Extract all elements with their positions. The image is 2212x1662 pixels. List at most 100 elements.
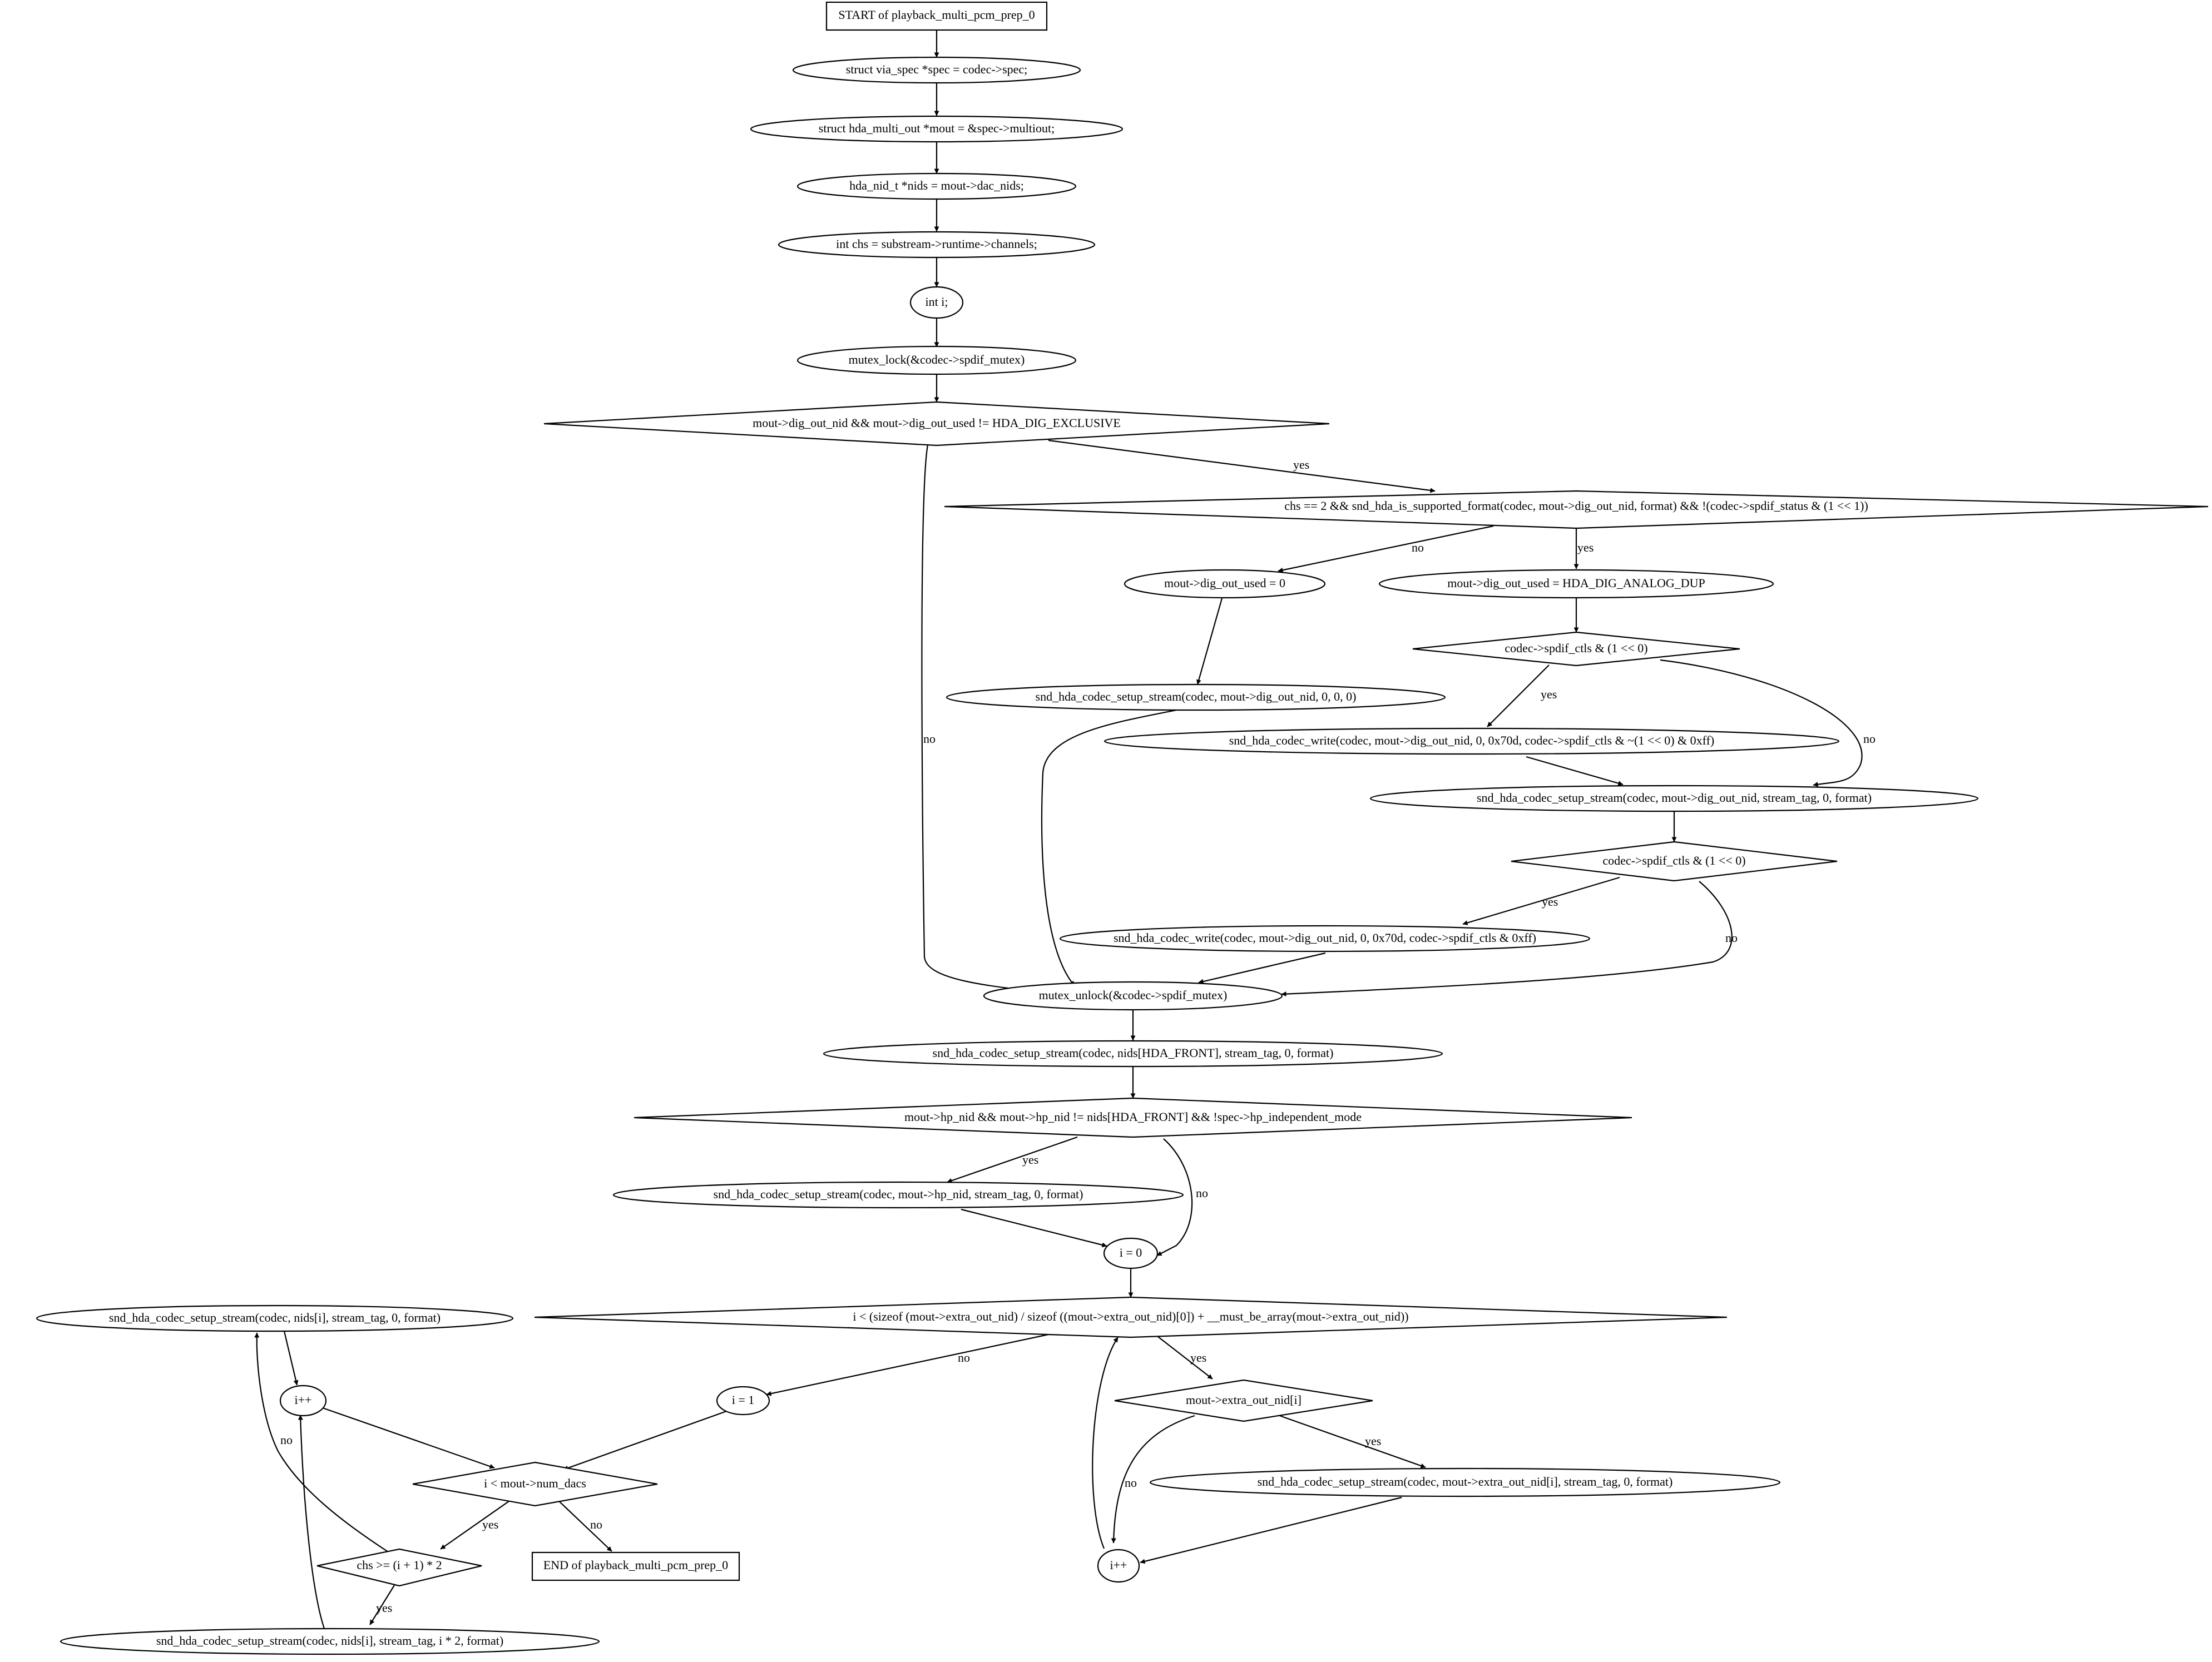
- svg-text:mout->hp_nid && mout->hp_nid !: mout->hp_nid && mout->hp_nid != nids[HDA…: [904, 1110, 1362, 1124]
- svg-text:mutex_unlock(&codec->spdif_mut: mutex_unlock(&codec->spdif_mutex): [1039, 988, 1228, 1002]
- edge-write1-setuptag: [1526, 756, 1624, 786]
- svg-text:snd_hda_codec_setup_stream(cod: snd_hda_codec_setup_stream(codec, nids[i…: [156, 1634, 503, 1648]
- statement-node: snd_hda_codec_write(codec, mout->dig_out…: [1103, 727, 1840, 755]
- svg-text:codec->spdif_ctls & (1 << 0): codec->spdif_ctls & (1 << 0): [1505, 641, 1647, 655]
- svg-text:struct hda_multi_out *mout = &: struct hda_multi_out *mout = &spec->mult…: [819, 121, 1055, 135]
- edge-label-yes: yes: [1541, 687, 1557, 701]
- statement-node: snd_hda_codec_write(codec, mout->dig_out…: [1059, 925, 1591, 952]
- statement-node: snd_hda_codec_setup_stream(codec, nids[H…: [823, 1040, 1443, 1068]
- decision-node: codec->spdif_ctls & (1 << 0): [1412, 631, 1740, 667]
- svg-text:snd_hda_codec_setup_stream(cod: snd_hda_codec_setup_stream(codec, mout->…: [1258, 1475, 1673, 1489]
- edge-label-yes: yes: [1542, 895, 1558, 909]
- svg-text:chs == 2 && snd_hda_is_support: chs == 2 && snd_hda_is_supported_format(…: [1284, 499, 1868, 513]
- edge-label-no: no: [1863, 732, 1876, 746]
- end-node: END of playback_multi_pcm_prep_0: [531, 1551, 740, 1581]
- edge-label-no: no: [923, 732, 936, 746]
- edge-label-no: no: [280, 1433, 293, 1447]
- start-node: START of playback_multi_pcm_prep_0: [825, 1, 1048, 31]
- edge-condctls2-unlock-no: [1281, 881, 1733, 997]
- edge-incl-conddacs: [322, 1407, 495, 1469]
- edge-setupextra-incr: [1140, 1496, 1402, 1564]
- svg-text:i < (sizeof (mout->extra_out_n: i < (sizeof (mout->extra_out_nid) / size…: [853, 1309, 1408, 1323]
- statement-node: snd_hda_codec_setup_stream(codec, mout->…: [946, 683, 1446, 711]
- svg-text:snd_hda_codec_write(codec, mou: snd_hda_codec_write(codec, mout->dig_out…: [1114, 931, 1536, 945]
- edge-setupnidsi-incl: [283, 1331, 299, 1386]
- svg-text:struct via_spec *spec = codec-: struct via_spec *spec = codec->spec;: [846, 62, 1028, 76]
- edge-condchs2-digused0-no: [1278, 525, 1494, 573]
- svg-text:END of playback_multi_pcm_prep: END of playback_multi_pcm_prep_0: [543, 1558, 728, 1572]
- edge-condctls1-write1-yes: [1487, 664, 1550, 727]
- svg-text:chs >= (i + 1) * 2: chs >= (i + 1) * 2: [357, 1558, 442, 1572]
- statement-node: int i;: [909, 286, 964, 319]
- statement-node: snd_hda_codec_setup_stream(codec, mout->…: [612, 1181, 1184, 1209]
- svg-text:hda_nid_t *nids = mout->dac_ni: hda_nid_t *nids = mout->dac_nids;: [849, 178, 1024, 192]
- svg-text:int chs = substream->runtime->: int chs = substream->runtime->channels;: [836, 237, 1037, 251]
- edge-label-yes: yes: [1365, 1434, 1381, 1448]
- statement-node: i = 1: [716, 1386, 770, 1416]
- statement-node: mout->dig_out_used = 0: [1124, 569, 1326, 599]
- statement-node: struct via_spec *spec = codec->spec;: [792, 56, 1081, 84]
- unlock-ellipse: [983, 981, 1283, 1011]
- svg-text:snd_hda_codec_setup_stream(cod: snd_hda_codec_setup_stream(codec, mout->…: [1036, 689, 1357, 703]
- edge-condctls2-write2-yes: [1462, 876, 1620, 925]
- edge-label-yes: yes: [1022, 1153, 1038, 1167]
- edge-conddig-condchs2-yes: [1048, 439, 1436, 493]
- statement-node: struct hda_multi_out *mout = &spec->mult…: [750, 115, 1124, 143]
- statement-node: snd_hda_codec_setup_stream(codec, nids[i…: [60, 1628, 600, 1655]
- edge-labels: yes no no yes yes no yes no yes no no ye…: [280, 458, 1876, 1615]
- edges: [254, 30, 1863, 1629]
- svg-text:i = 0: i = 0: [1120, 1246, 1142, 1259]
- svg-text:snd_hda_codec_write(codec, mou: snd_hda_codec_write(codec, mout->dig_out…: [1229, 733, 1715, 747]
- svg-text:snd_hda_codec_setup_stream(cod: snd_hda_codec_setup_stream(codec, mout->…: [714, 1187, 1083, 1201]
- edge-label-yes: yes: [1190, 1351, 1206, 1365]
- edge-condchsi-setupnidsi2-yes: [369, 1585, 395, 1625]
- svg-text:i++: i++: [295, 1393, 312, 1407]
- statement-node: int chs = substream->runtime->channels;: [778, 231, 1096, 259]
- edge-condextra-condextrai-yes: [1157, 1336, 1213, 1380]
- edge-condextra-i1-no: [766, 1333, 1049, 1396]
- edge-incr-condextra: [1092, 1337, 1119, 1549]
- svg-text:i++: i++: [1110, 1558, 1127, 1572]
- edge-label-yes: yes: [482, 1517, 498, 1531]
- edge-label-no: no: [1725, 931, 1738, 945]
- svg-text:i = 1: i = 1: [732, 1393, 755, 1407]
- svg-text:i < mout->num_dacs: i < mout->num_dacs: [484, 1476, 586, 1490]
- edge-label-yes: yes: [1577, 540, 1594, 554]
- svg-text:codec->spdif_ctls & (1 << 0): codec->spdif_ctls & (1 << 0): [1602, 854, 1745, 867]
- edge-condhp-setuphp-yes: [947, 1136, 1078, 1183]
- svg-text:START of playback_multi_pcm_pr: START of playback_multi_pcm_prep_0: [838, 8, 1035, 22]
- statement-node: hda_nid_t *nids = mout->dac_nids;: [796, 172, 1077, 200]
- statement-node: i++: [279, 1385, 327, 1417]
- edge-setupnidsi2-incl: [298, 1415, 325, 1629]
- decision-node: i < mout->num_dacs: [412, 1461, 658, 1507]
- edge-condhp-i0-no: [1156, 1138, 1193, 1256]
- decision-node: i < (sizeof (mout->extra_out_nid) / size…: [534, 1296, 1728, 1338]
- decision-node: chs >= (i + 1) * 2: [316, 1548, 482, 1587]
- edge-digused0-setup000: [1196, 598, 1223, 685]
- edge-label-no: no: [1125, 1476, 1137, 1490]
- edge-write2-unlock: [1198, 952, 1326, 984]
- decision-node: mout->dig_out_nid && mout->dig_out_used …: [543, 401, 1330, 446]
- statement-node: i++: [1097, 1549, 1140, 1583]
- edge-setup000-unlock: [1041, 709, 1177, 986]
- svg-text:mout->dig_out_used = HDA_DIG_A: mout->dig_out_used = HDA_DIG_ANALOG_DUP: [1447, 576, 1705, 590]
- edge-condextrai-setupextra-yes: [1276, 1413, 1426, 1468]
- svg-text:snd_hda_codec_setup_stream(cod: snd_hda_codec_setup_stream(codec, nids[i…: [109, 1311, 441, 1324]
- statement-node: snd_hda_codec_setup_stream(codec, nids[i…: [36, 1304, 514, 1332]
- svg-text:mout->extra_out_nid[i]: mout->extra_out_nid[i]: [1186, 1393, 1302, 1407]
- edge-i1-conddacs: [563, 1407, 735, 1471]
- svg-text:mout->dig_out_nid && mout->dig: mout->dig_out_nid && mout->dig_out_used …: [753, 416, 1121, 430]
- svg-text:mout->dig_out_used = 0: mout->dig_out_used = 0: [1164, 576, 1285, 590]
- decision-node: mout->extra_out_nid[i]: [1114, 1379, 1373, 1422]
- decision-node: chs == 2 && snd_hda_is_supported_format(…: [944, 490, 2209, 529]
- decision-node: mout->hp_nid && mout->hp_nid != nids[HDA…: [634, 1097, 1632, 1138]
- edge-label-no: no: [590, 1517, 602, 1531]
- decision-node: codec->spdif_ctls & (1 << 0): [1511, 841, 1838, 882]
- nodes: START of playback_multi_pcm_prep_0 struc…: [36, 1, 2209, 1655]
- edge-condchsi-setupnidsi-no: [254, 1332, 389, 1552]
- statement-node: i = 0: [1103, 1237, 1159, 1269]
- statement-node: mout->dig_out_used = HDA_DIG_ANALOG_DUP: [1378, 569, 1774, 599]
- statement-node: snd_hda_codec_setup_stream(codec, mout->…: [1149, 1467, 1781, 1497]
- svg-text:snd_hda_codec_setup_stream(cod: snd_hda_codec_setup_stream(codec, mout->…: [1477, 791, 1872, 805]
